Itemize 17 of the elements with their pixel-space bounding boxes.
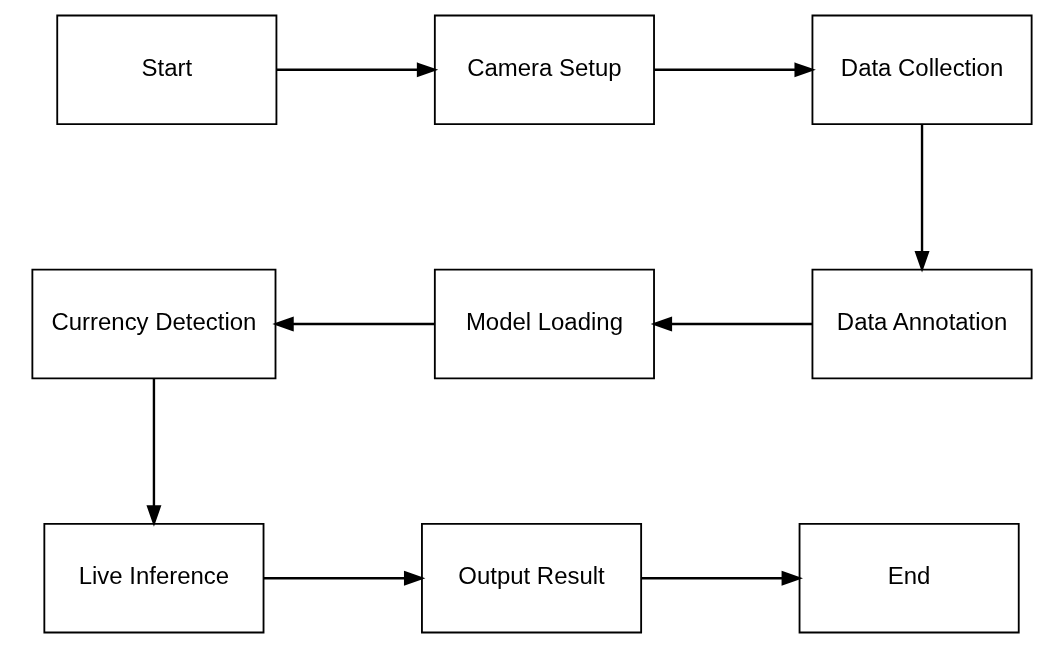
arrow <box>276 62 439 78</box>
node-box: Data Collection <box>811 14 1033 126</box>
arrow <box>650 316 813 332</box>
arrow <box>146 378 162 527</box>
arrow <box>263 570 426 586</box>
node-box: Model Loading <box>433 268 655 380</box>
node-box: Camera Setup <box>433 14 655 126</box>
node-box: End <box>798 522 1020 634</box>
arrow <box>272 316 435 332</box>
node-box: Live Inference <box>43 522 265 634</box>
arrow <box>641 570 803 586</box>
arrow <box>654 62 816 78</box>
node-box: Currency Detection <box>31 268 277 380</box>
node-box: Output Result <box>421 522 643 634</box>
node-box: Start <box>56 14 278 126</box>
arrow <box>914 124 930 273</box>
node-box: Data Annotation <box>811 268 1033 380</box>
